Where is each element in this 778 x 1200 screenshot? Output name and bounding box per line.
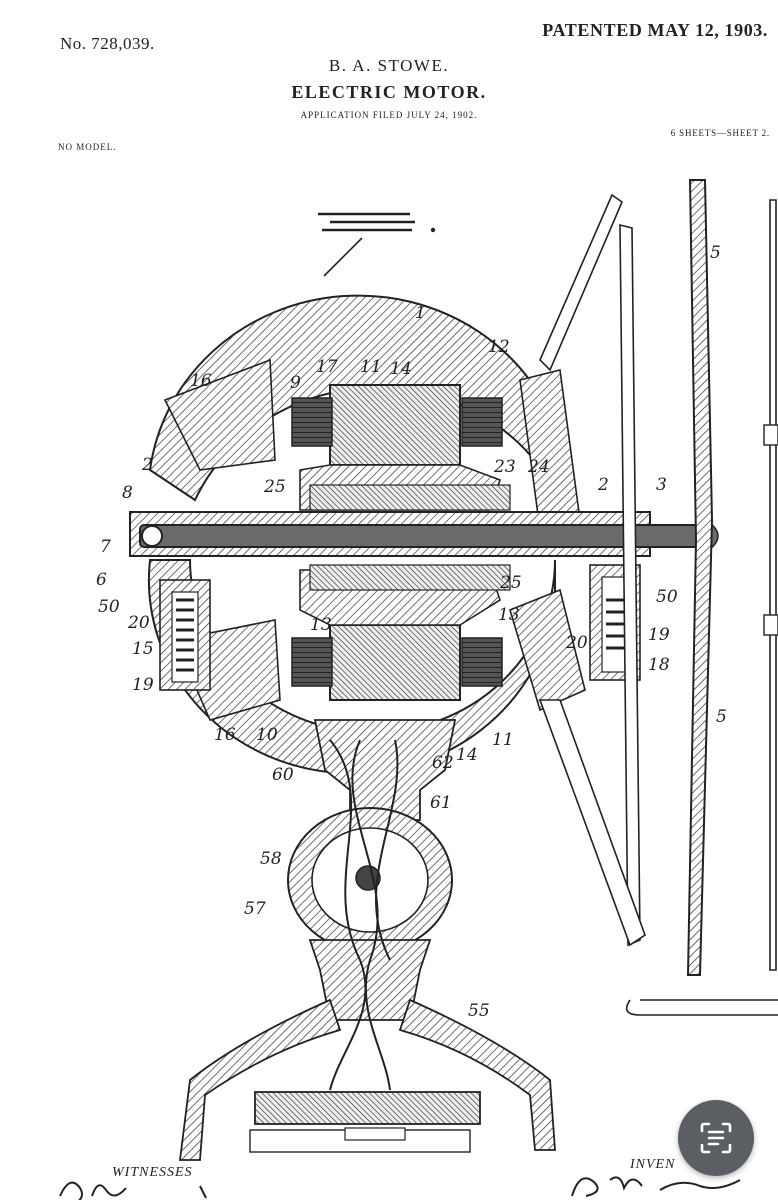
ref-19b: 19 — [132, 675, 154, 695]
ref-16: 16 — [190, 371, 212, 391]
ref-11b: 11 — [492, 730, 514, 750]
ref-23: 23 — [493, 457, 516, 477]
ref-50b: 50 — [656, 587, 678, 607]
ref-7: 7 — [100, 537, 111, 557]
ref-5b: 5 — [716, 707, 727, 727]
figure-label — [318, 212, 436, 277]
inventor-name: B. A. STOWE. — [328, 56, 450, 75]
motor-shaft — [129, 511, 719, 557]
ref-10: 10 — [256, 725, 278, 745]
ref-14: 14 — [390, 359, 412, 379]
witnesses-label: WITNESSES — [112, 1165, 193, 1180]
ref-6: 6 — [96, 570, 107, 590]
patent-number: No. 728,039. — [60, 34, 155, 53]
ref-15: 15 — [132, 639, 154, 659]
document-scan-icon — [700, 1122, 732, 1154]
ref-12: 12 — [488, 337, 510, 357]
ref-50: 50 — [98, 597, 120, 617]
ref-20b: 20 — [565, 633, 588, 653]
ref-1: 1 — [415, 303, 426, 323]
ref-25: 25 — [263, 477, 286, 497]
ref-9: 9 — [290, 373, 301, 393]
inventor-label: INVEN — [630, 1157, 676, 1172]
ref-16b: 16 — [214, 725, 236, 745]
fan-assembly — [538, 179, 778, 1016]
ref-18: 18 — [648, 655, 670, 675]
ref-61: 61 — [430, 793, 452, 813]
ref-19: 19 — [648, 625, 670, 645]
ref-55: 55 — [468, 1001, 490, 1021]
ref-25b: 25 — [499, 573, 522, 593]
ref-57: 57 — [244, 899, 266, 919]
signatures — [59, 1176, 741, 1200]
ref-3: 3 — [656, 475, 667, 495]
ref-2: 2 — [597, 475, 609, 495]
ref-58: 58 — [260, 849, 282, 869]
ref-11: 11 — [360, 357, 382, 377]
patent-date: PATENTED MAY 12, 1903. — [542, 20, 768, 40]
ref-20: 20 — [127, 613, 150, 633]
motor-base — [178, 998, 556, 1161]
ref-62: 62 — [432, 753, 454, 773]
ref-24: 24 — [527, 457, 550, 477]
application-date: APPLICATION FILED JULY 24, 1902. — [300, 110, 478, 120]
reference-numerals: 1 2 2 3 5 5 6 7 8 9 10 11 11 12 13 13 14… — [96, 243, 727, 1021]
stator-coils — [291, 384, 511, 701]
ref-2b: 2 — [141, 455, 153, 475]
motor-stand — [287, 719, 457, 1091]
ref-17: 17 — [316, 357, 338, 377]
scan-text-button[interactable] — [678, 1100, 754, 1176]
ref-13: 13 — [498, 605, 520, 625]
sheet-count: 6 SHEETS—SHEET 2. — [670, 128, 770, 138]
ref-14b: 14 — [456, 745, 478, 765]
patent-title: ELECTRIC MOTOR. — [291, 82, 487, 102]
ref-60: 60 — [272, 765, 294, 785]
ref-5: 5 — [710, 243, 721, 263]
ref-13b: 13 — [310, 615, 332, 635]
model-note: NO MODEL. — [58, 142, 117, 152]
ref-8: 8 — [122, 483, 133, 503]
